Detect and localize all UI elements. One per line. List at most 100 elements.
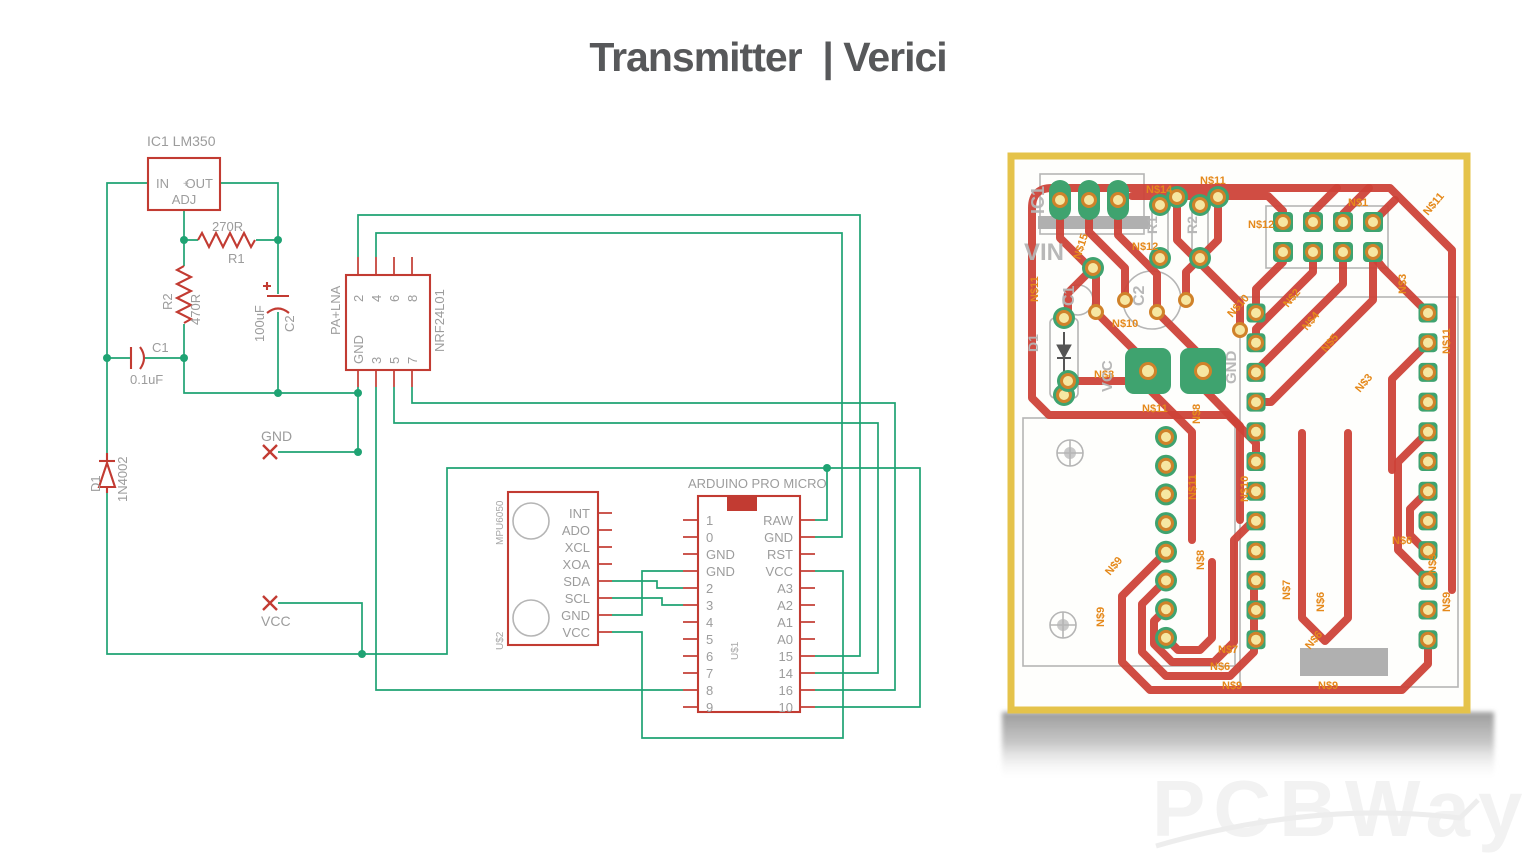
net-label: N$11 xyxy=(1187,474,1199,500)
via xyxy=(1420,394,1436,411)
via xyxy=(1060,373,1076,389)
arduino-left-pin-label: 9 xyxy=(706,700,713,715)
net-label: N$11 xyxy=(1441,328,1453,354)
net-label: N$9 xyxy=(1095,607,1107,627)
via xyxy=(1305,244,1321,260)
via xyxy=(1335,214,1351,230)
arduino-left-pin-label: 6 xyxy=(706,649,713,664)
via xyxy=(1248,631,1264,648)
ic1-title: IC1 LM350 xyxy=(147,133,216,149)
net-label: N$6 xyxy=(1392,535,1412,547)
wire xyxy=(815,468,828,521)
net-label: N$9 xyxy=(1318,680,1338,692)
via xyxy=(1248,542,1264,559)
via xyxy=(1158,543,1174,560)
silk-label: VIN xyxy=(1024,239,1064,266)
mpu-pin-label: ADO xyxy=(562,523,590,538)
arduino-right-pin-label: A2 xyxy=(777,598,793,613)
net-label: N$14 xyxy=(1146,184,1173,196)
via xyxy=(1085,260,1101,276)
nrf-pin-label: 8 xyxy=(405,295,420,302)
wire xyxy=(277,312,359,452)
arduino-right-pin-label: GND xyxy=(764,530,793,545)
silk-label: C1 xyxy=(1061,285,1078,306)
ic1-pin-out: OUT xyxy=(186,176,214,191)
arduino-ref: U$1 xyxy=(730,641,741,660)
silk-label: R2 xyxy=(1184,216,1200,234)
silk-label: D1 xyxy=(1025,334,1041,352)
via xyxy=(1110,192,1126,208)
d1-name: D1 xyxy=(88,475,103,492)
r2-name: R2 xyxy=(160,293,175,310)
via xyxy=(1248,334,1264,351)
via xyxy=(1420,602,1436,618)
via xyxy=(1335,244,1351,260)
silk-label: IC1 xyxy=(1028,186,1048,214)
arduino-left-pin-label: GND xyxy=(706,564,735,579)
wire xyxy=(411,387,896,691)
arduino-left-pin-label: 3 xyxy=(706,598,713,613)
via xyxy=(1158,486,1174,503)
wire xyxy=(612,570,683,616)
via xyxy=(1088,304,1104,320)
via xyxy=(1081,192,1097,208)
via xyxy=(1420,542,1436,559)
arduino-right-pin-label: A3 xyxy=(777,581,793,596)
mounting-hole xyxy=(1049,611,1077,639)
net-label: N$10 xyxy=(1239,476,1251,502)
via xyxy=(1248,512,1264,529)
arduino-pro-micro-module: ARDUINO PRO MICRO U$1 10GNDGND23456789RA… xyxy=(683,476,827,715)
net-label: N$7 xyxy=(1218,644,1238,656)
r1-value: 270R xyxy=(212,219,243,234)
via xyxy=(1152,197,1168,213)
via xyxy=(1248,483,1264,500)
c2-name: C2 xyxy=(282,315,297,332)
net-label: N$12 xyxy=(1248,219,1274,231)
via xyxy=(1420,512,1436,529)
wire xyxy=(612,580,683,589)
vcc-symbol: VCC xyxy=(261,595,291,629)
via xyxy=(1169,189,1185,205)
origin-cross: + xyxy=(183,179,189,190)
net-label: N$11 xyxy=(1142,403,1168,415)
wire xyxy=(278,602,363,654)
via xyxy=(1420,453,1436,470)
arduino-right-pin-label: 15 xyxy=(779,649,793,664)
via xyxy=(1420,572,1436,589)
mpu-name: MPU6050 xyxy=(495,500,506,545)
net-label: N$7 xyxy=(1281,580,1293,600)
nrf-left-label: PA+LNA xyxy=(328,285,343,335)
arduino-left-pin-label: 7 xyxy=(706,666,713,681)
watermark-text: PCBWay xyxy=(1152,764,1530,853)
via xyxy=(1365,244,1381,260)
arduino-right-pin-label: 16 xyxy=(779,683,793,698)
net-label: N$8 xyxy=(1195,550,1207,570)
via xyxy=(1192,197,1208,213)
ic1-pin-adj: ADJ xyxy=(172,192,197,207)
arduino-left-pin-label: 0 xyxy=(706,530,713,545)
mpu-pin-label: GND xyxy=(561,608,590,623)
net-label: N$6 xyxy=(1210,661,1230,673)
nrf-name: NRF24L01 xyxy=(432,289,447,352)
via xyxy=(1117,292,1133,308)
via xyxy=(1248,305,1264,321)
nrf-pin-label: 6 xyxy=(387,295,402,302)
c1-name: C1 xyxy=(152,340,169,355)
net-label: N$11 xyxy=(1200,175,1226,187)
via xyxy=(1052,192,1068,208)
via xyxy=(1365,214,1381,230)
via xyxy=(1158,515,1174,532)
schematic-wires xyxy=(103,182,921,739)
r1-name: R1 xyxy=(228,251,245,266)
via xyxy=(1248,423,1264,440)
pcbway-watermark: PCBWay xyxy=(1152,764,1530,853)
via xyxy=(1152,250,1168,266)
wire xyxy=(375,232,843,538)
via xyxy=(1275,244,1291,260)
nrf-pin-label: 7 xyxy=(405,357,420,364)
via xyxy=(1139,362,1157,380)
via xyxy=(1158,629,1174,646)
silk-label: C2 xyxy=(1131,285,1148,306)
via xyxy=(1420,334,1436,351)
arduino-left-pin-label: 8 xyxy=(706,683,713,698)
